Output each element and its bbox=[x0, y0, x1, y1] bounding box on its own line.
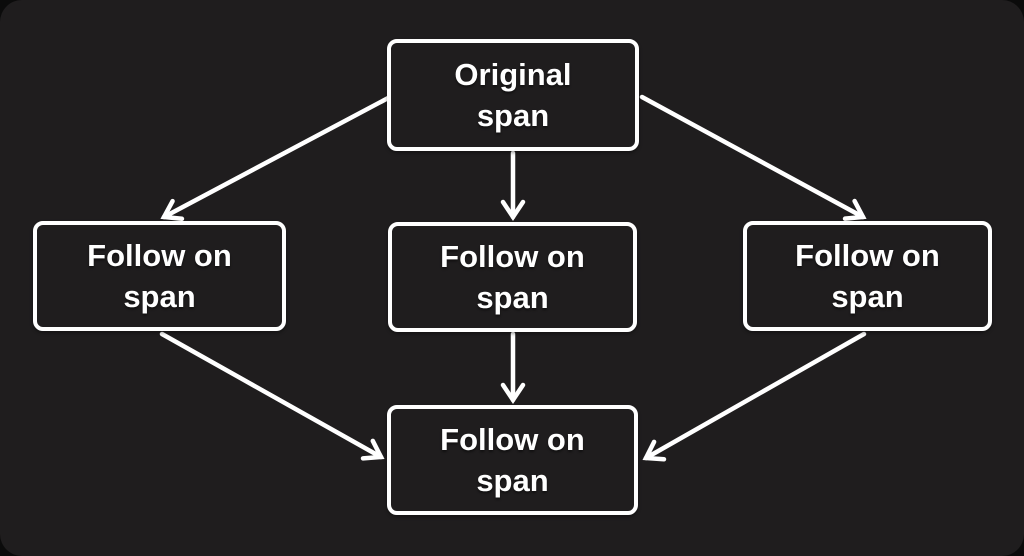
edge-original-to-follow-right bbox=[639, 94, 867, 221]
node-follow-on-span-left-label: Follow on span bbox=[87, 238, 232, 314]
edge-follow-right-to-follow-bottom bbox=[642, 331, 867, 462]
edge-original-to-follow-left bbox=[160, 94, 393, 222]
node-follow-on-span-middle-label: Follow on span bbox=[440, 239, 585, 315]
node-follow-on-span-right: Follow on span bbox=[743, 221, 992, 331]
edge-follow-left-to-follow-bottom bbox=[159, 331, 385, 461]
node-follow-on-span-left: Follow on span bbox=[33, 221, 286, 331]
node-follow-on-span-bottom-label: Follow on span bbox=[440, 422, 585, 498]
node-follow-on-span-right-label: Follow on span bbox=[795, 238, 940, 314]
node-follow-on-span-bottom: Follow on span bbox=[387, 405, 638, 515]
node-original-span-label: Original span bbox=[454, 57, 572, 133]
node-follow-on-span-middle: Follow on span bbox=[388, 222, 637, 332]
node-original-span: Original span bbox=[387, 39, 639, 151]
